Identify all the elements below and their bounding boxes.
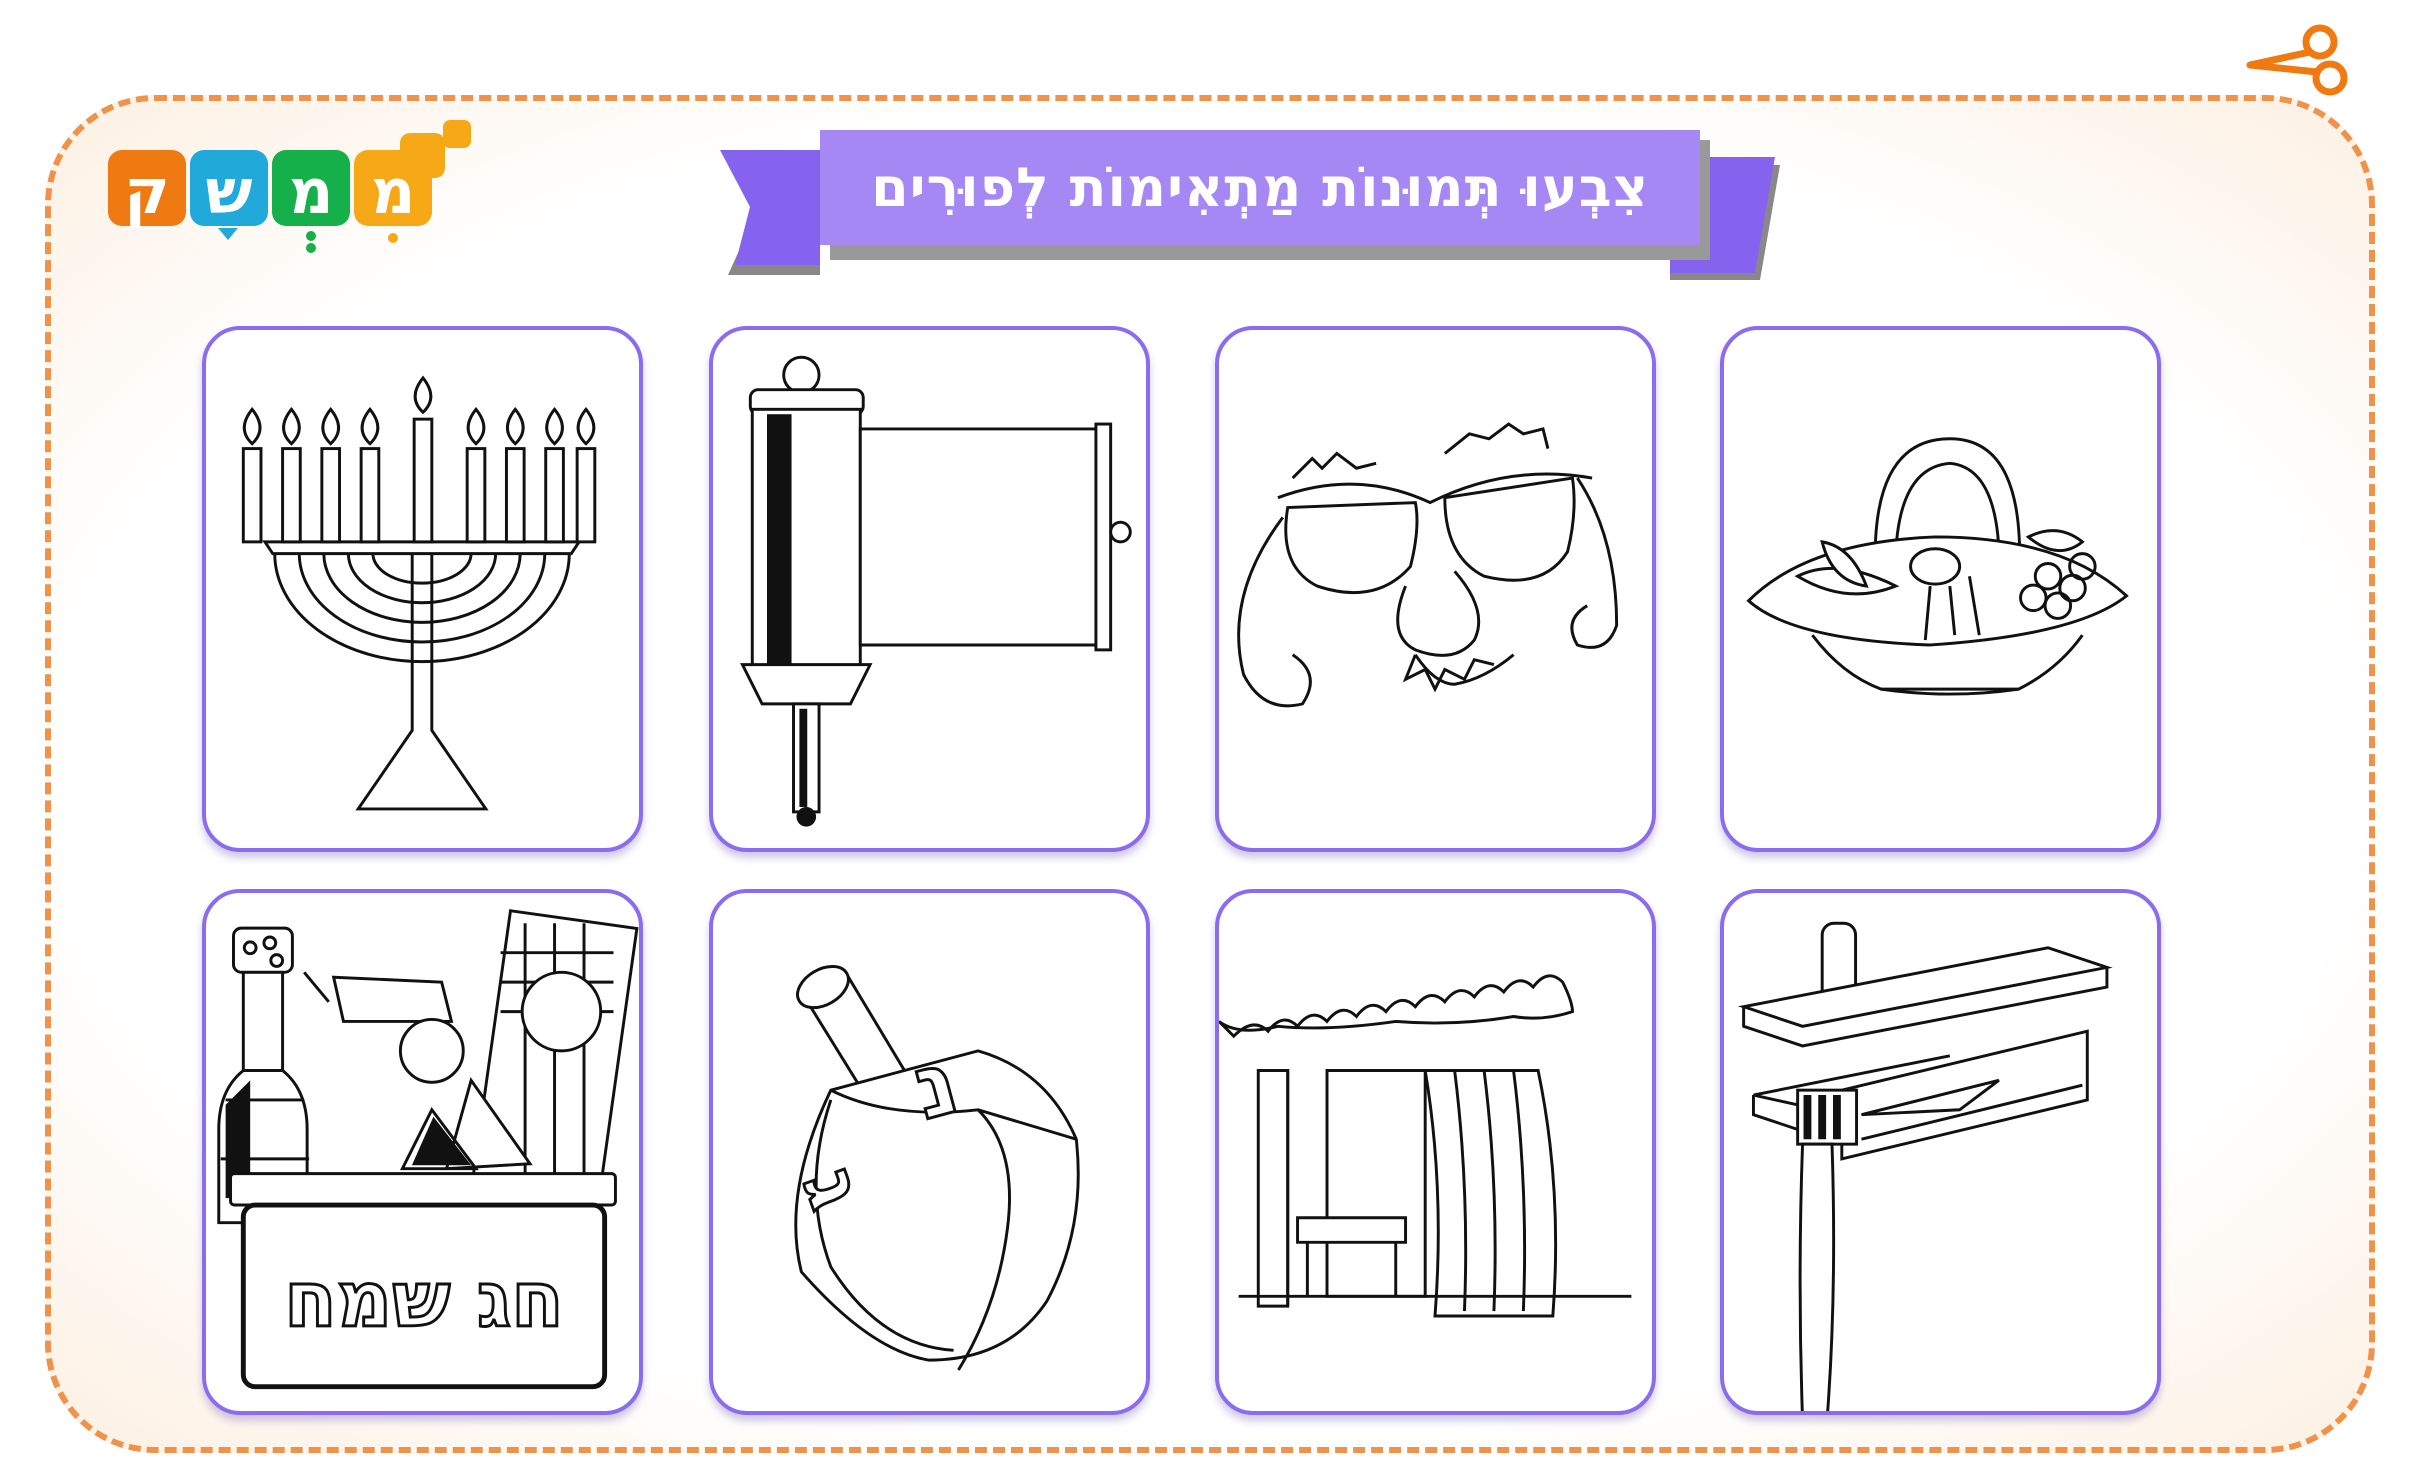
scroll-icon [740,355,1132,827]
card-grogger[interactable] [1720,889,2161,1421]
logo-letter: ק [124,155,170,228]
card-menorah[interactable] [202,326,643,852]
grogger-icon [1737,921,2113,1421]
fruit-basket-icon [1746,437,2129,696]
page-title: צִבְעוּ תְּמוּנוֹת מַתְאִימוֹת לְפוּרִים [871,156,1649,219]
card-fruit-basket[interactable] [1720,326,2161,852]
greeting-text: חג שמח [284,1256,564,1345]
card-mishloach-manot[interactable]: חג שמח [202,889,643,1415]
scissors-icon [2246,24,2348,96]
title-ribbon [720,130,1780,280]
logo-letter: ש [205,155,252,228]
glasses-nose-icon [1237,422,1619,708]
dreidel-icon: נ ג [784,965,1080,1371]
logo-letter: מ [289,155,334,228]
menorah-icon [241,375,597,811]
card-sukkah[interactable] [1215,889,1656,1415]
card-megillah[interactable] [709,326,1150,852]
card-glasses[interactable] [1215,326,1656,852]
gift-basket-icon: חג שמח [217,909,639,1390]
card-dreidel[interactable]: נ ג [709,889,1150,1415]
logo: ק ש מ מ [108,120,471,253]
sukkah-icon [1217,974,1632,1318]
logo-letter: מ [371,155,416,228]
